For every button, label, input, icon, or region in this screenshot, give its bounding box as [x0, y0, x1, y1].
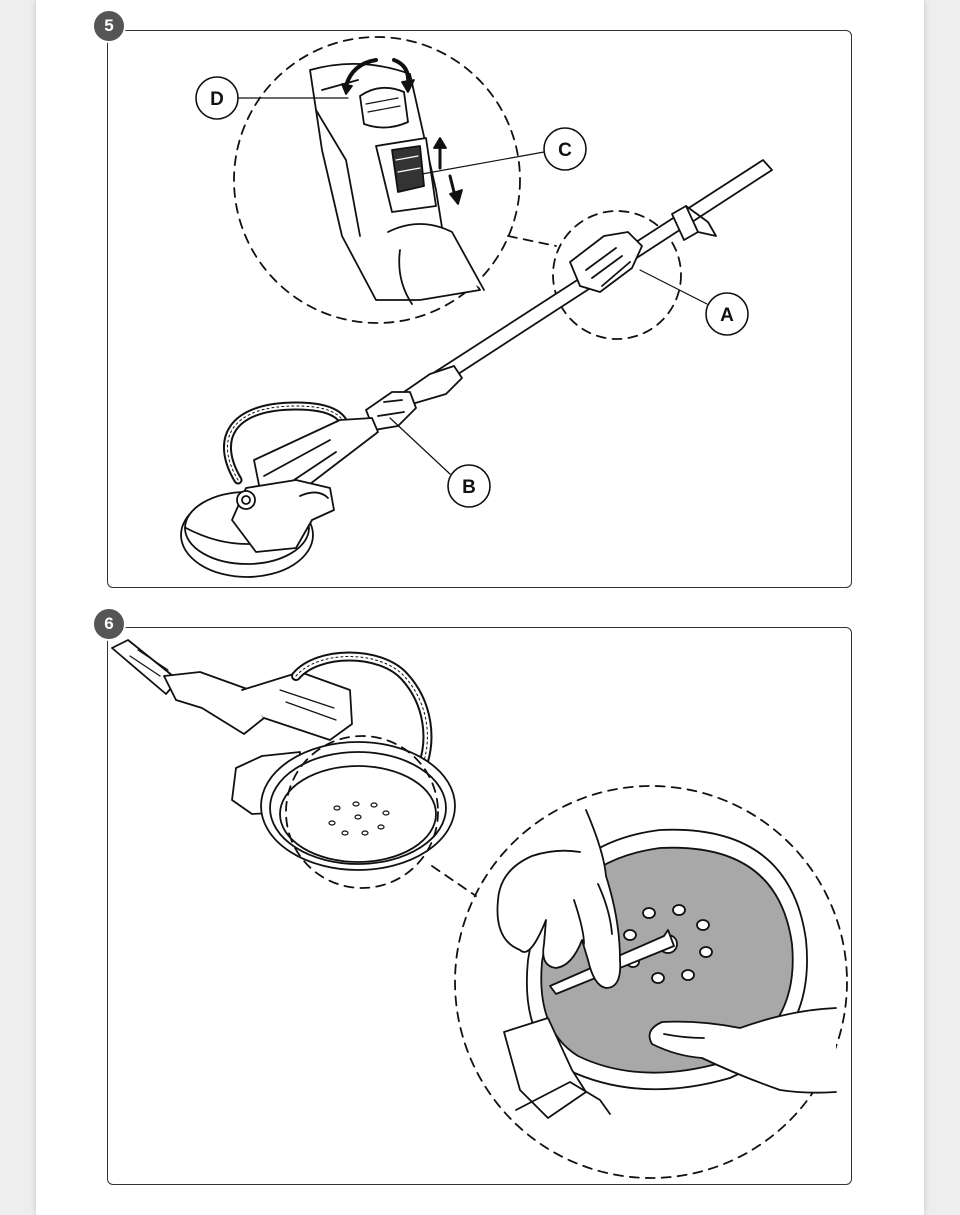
step-number-badge: 6: [92, 607, 126, 641]
callout-C: C: [543, 127, 587, 171]
svg-text:B: B: [462, 477, 476, 498]
callout-D: D: [195, 76, 239, 120]
svg-text:D: D: [210, 89, 224, 110]
svg-text:C: C: [558, 140, 572, 161]
zoom-detail-circle: [233, 36, 521, 324]
callout-A: A: [705, 292, 749, 336]
step-number-badge: 5: [92, 9, 126, 43]
svg-text:A: A: [720, 305, 734, 326]
zoom-source-circle: [285, 735, 439, 889]
callout-B: B: [447, 464, 491, 508]
zoom-detail-circle: [454, 785, 848, 1179]
zoom-source-circle: [552, 210, 682, 340]
